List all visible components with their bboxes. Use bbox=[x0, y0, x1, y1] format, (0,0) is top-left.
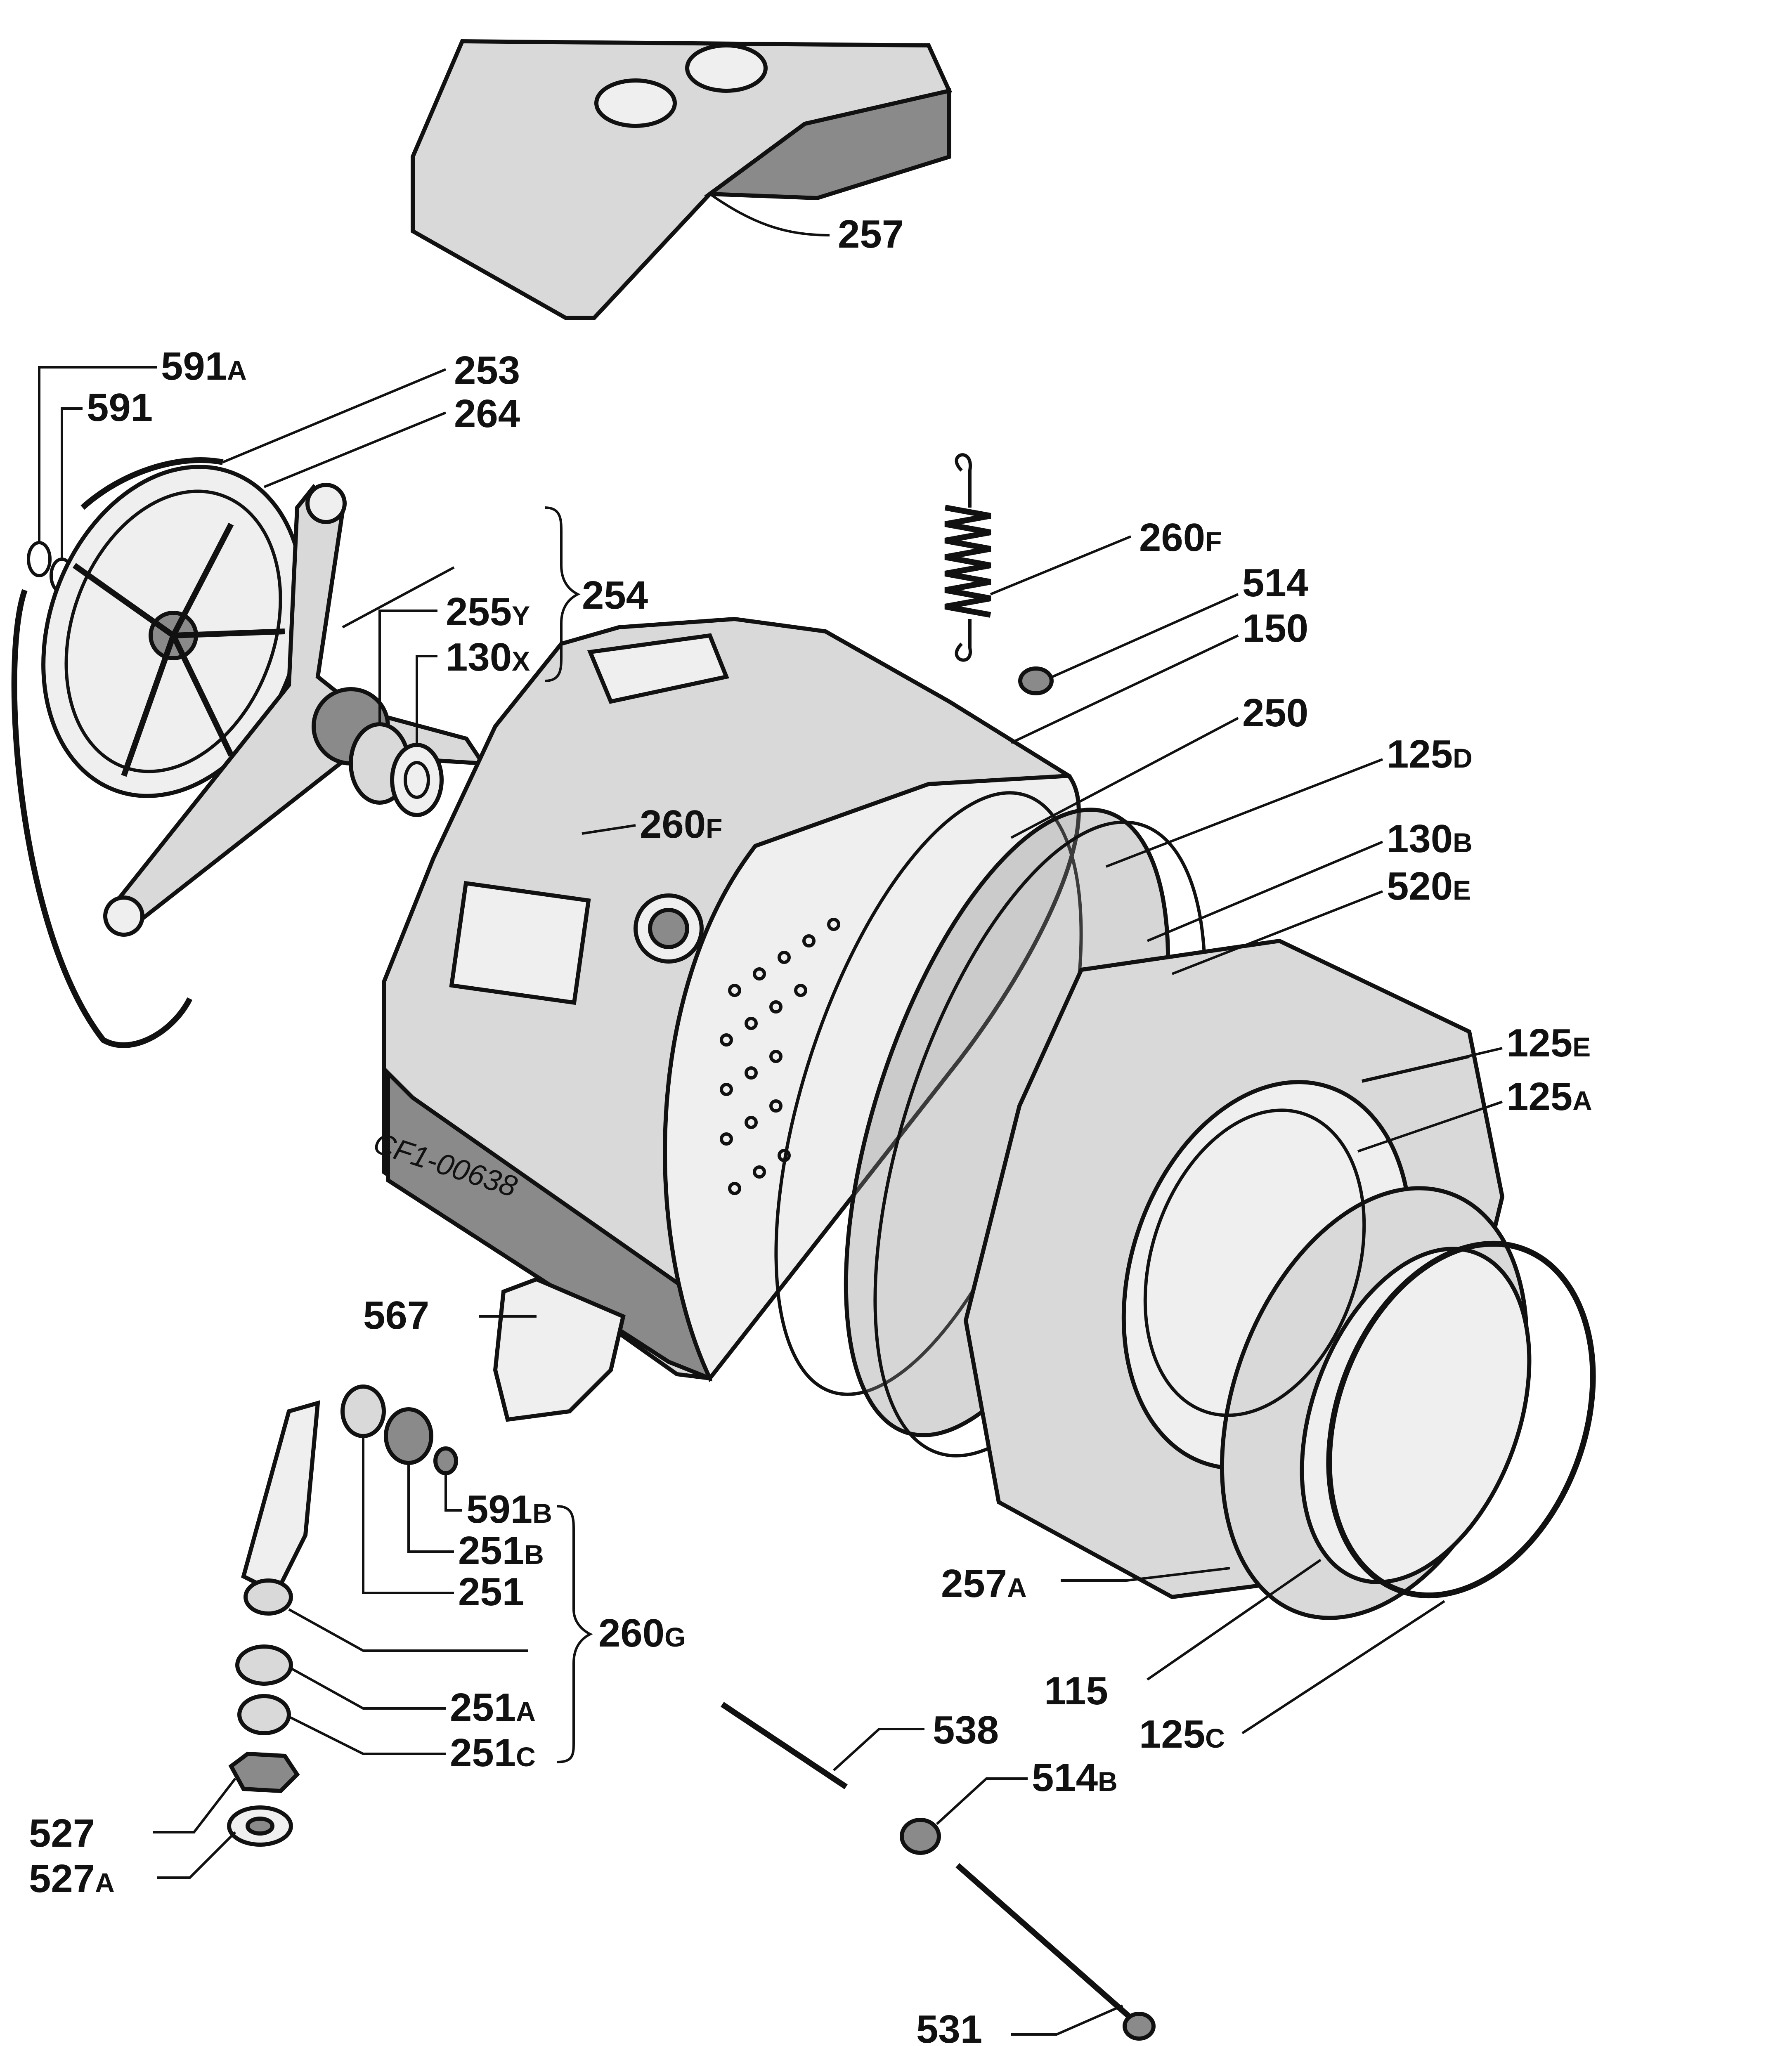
label-251a: 251A bbox=[450, 1685, 536, 1729]
label-527: 527 bbox=[29, 1811, 95, 1855]
leader-125e bbox=[1362, 1047, 1503, 1082]
label-260f-top: 260F bbox=[1139, 515, 1222, 560]
label-514b: 514B bbox=[1032, 1755, 1118, 1800]
leader-527a bbox=[157, 1831, 236, 1879]
label-264: 264 bbox=[454, 392, 520, 436]
bush-251c bbox=[237, 1694, 291, 1735]
circlip-591a bbox=[27, 541, 52, 577]
leader-531 bbox=[1011, 2004, 1123, 2036]
leader-591b bbox=[444, 1473, 462, 1512]
leader-251 bbox=[362, 1436, 454, 1594]
leader-260f-top bbox=[990, 535, 1132, 595]
shock-absorber-260g bbox=[241, 1400, 320, 1616]
label-115: 115 bbox=[1044, 1669, 1108, 1713]
clamp-125a bbox=[1143, 1108, 1366, 1417]
label-125a: 125A bbox=[1506, 1075, 1592, 1119]
leader-150 bbox=[1010, 634, 1239, 744]
label-251c: 251C bbox=[450, 1731, 536, 1775]
leader-257 bbox=[709, 193, 830, 236]
leader-115 bbox=[1147, 1559, 1322, 1681]
label-567: 567 bbox=[363, 1293, 429, 1337]
label-251: 251 bbox=[458, 1570, 524, 1614]
leader-514 bbox=[1052, 593, 1239, 678]
leader-lines bbox=[38, 193, 1503, 2036]
bracket-567 bbox=[493, 1277, 626, 1422]
label-260g: 260G bbox=[598, 1611, 686, 1655]
pad-251 bbox=[340, 1384, 386, 1438]
leader-253 bbox=[222, 368, 447, 463]
leader-251a bbox=[288, 1666, 446, 1710]
bush-251a bbox=[235, 1644, 293, 1686]
bracket-260g bbox=[557, 1505, 593, 1763]
nut-527 bbox=[228, 1751, 300, 1793]
leader-130b bbox=[1147, 841, 1383, 942]
leader-591a bbox=[38, 366, 157, 543]
label-130b: 130B bbox=[1387, 817, 1473, 861]
label-257: 257 bbox=[838, 212, 904, 256]
label-253: 253 bbox=[454, 348, 520, 392]
leader-260f-left bbox=[582, 824, 636, 835]
part-labels: 257 591A 591 253 264 254 255Y 130X 260F … bbox=[29, 212, 1592, 2046]
label-527a: 527A bbox=[29, 1857, 115, 1901]
bolt-531 bbox=[955, 1863, 1156, 2041]
label-260f-left: 260F bbox=[640, 802, 723, 846]
leader-125a bbox=[1357, 1101, 1503, 1153]
leader-264 bbox=[263, 411, 447, 488]
spring-260f-top bbox=[944, 453, 991, 662]
label-254: 254 bbox=[582, 573, 648, 617]
label-125d: 125D bbox=[1387, 732, 1473, 776]
label-251b: 251B bbox=[458, 1529, 544, 1573]
leader-125d bbox=[1105, 758, 1383, 868]
door-boot-115 bbox=[1220, 1186, 1532, 1620]
clamp-125c bbox=[1326, 1240, 1596, 1599]
label-255y: 255Y bbox=[446, 590, 530, 634]
label-257a: 257A bbox=[941, 1562, 1027, 1606]
leader-251c bbox=[288, 1715, 446, 1755]
cap-514 bbox=[1018, 666, 1054, 695]
seal-130x bbox=[390, 743, 444, 817]
label-150: 150 bbox=[1242, 606, 1308, 650]
label-125e: 125E bbox=[1506, 1021, 1591, 1065]
counterweight-257 bbox=[411, 39, 953, 320]
label-520e: 520E bbox=[1387, 864, 1471, 908]
leader-251b bbox=[407, 1463, 454, 1553]
leader-591 bbox=[61, 407, 83, 559]
leader-538 bbox=[832, 1728, 924, 1772]
label-130x: 130X bbox=[446, 635, 530, 679]
label-591a: 591A bbox=[161, 344, 247, 388]
leader-254-top bbox=[342, 566, 455, 628]
label-514: 514 bbox=[1242, 561, 1308, 605]
leader-130x bbox=[416, 655, 437, 747]
screw-514b bbox=[900, 1818, 941, 1855]
leader-250 bbox=[1010, 717, 1239, 839]
washer-591b bbox=[433, 1446, 458, 1475]
leader-514b bbox=[936, 1777, 1028, 1825]
leader-125c bbox=[1241, 1600, 1445, 1734]
inner-drum-250 bbox=[663, 773, 1081, 1382]
drive-belt-253 bbox=[11, 457, 224, 1048]
label-591: 591 bbox=[87, 385, 153, 430]
label-250: 250 bbox=[1242, 691, 1308, 735]
leader-257a bbox=[1061, 1567, 1230, 1582]
leader-260g-absorber bbox=[288, 1608, 528, 1652]
pin-538 bbox=[721, 1702, 848, 1789]
washer-527a bbox=[227, 1805, 293, 1847]
label-125c: 125C bbox=[1139, 1712, 1225, 1756]
label-531: 531 bbox=[916, 2007, 982, 2046]
leader-520e bbox=[1171, 890, 1383, 975]
bracket-254 bbox=[544, 506, 581, 682]
leader-527 bbox=[153, 1778, 236, 1833]
leader-255y bbox=[378, 610, 437, 726]
bush-251b bbox=[384, 1407, 433, 1465]
label-538: 538 bbox=[933, 1708, 999, 1752]
label-591b: 591B bbox=[466, 1487, 552, 1531]
